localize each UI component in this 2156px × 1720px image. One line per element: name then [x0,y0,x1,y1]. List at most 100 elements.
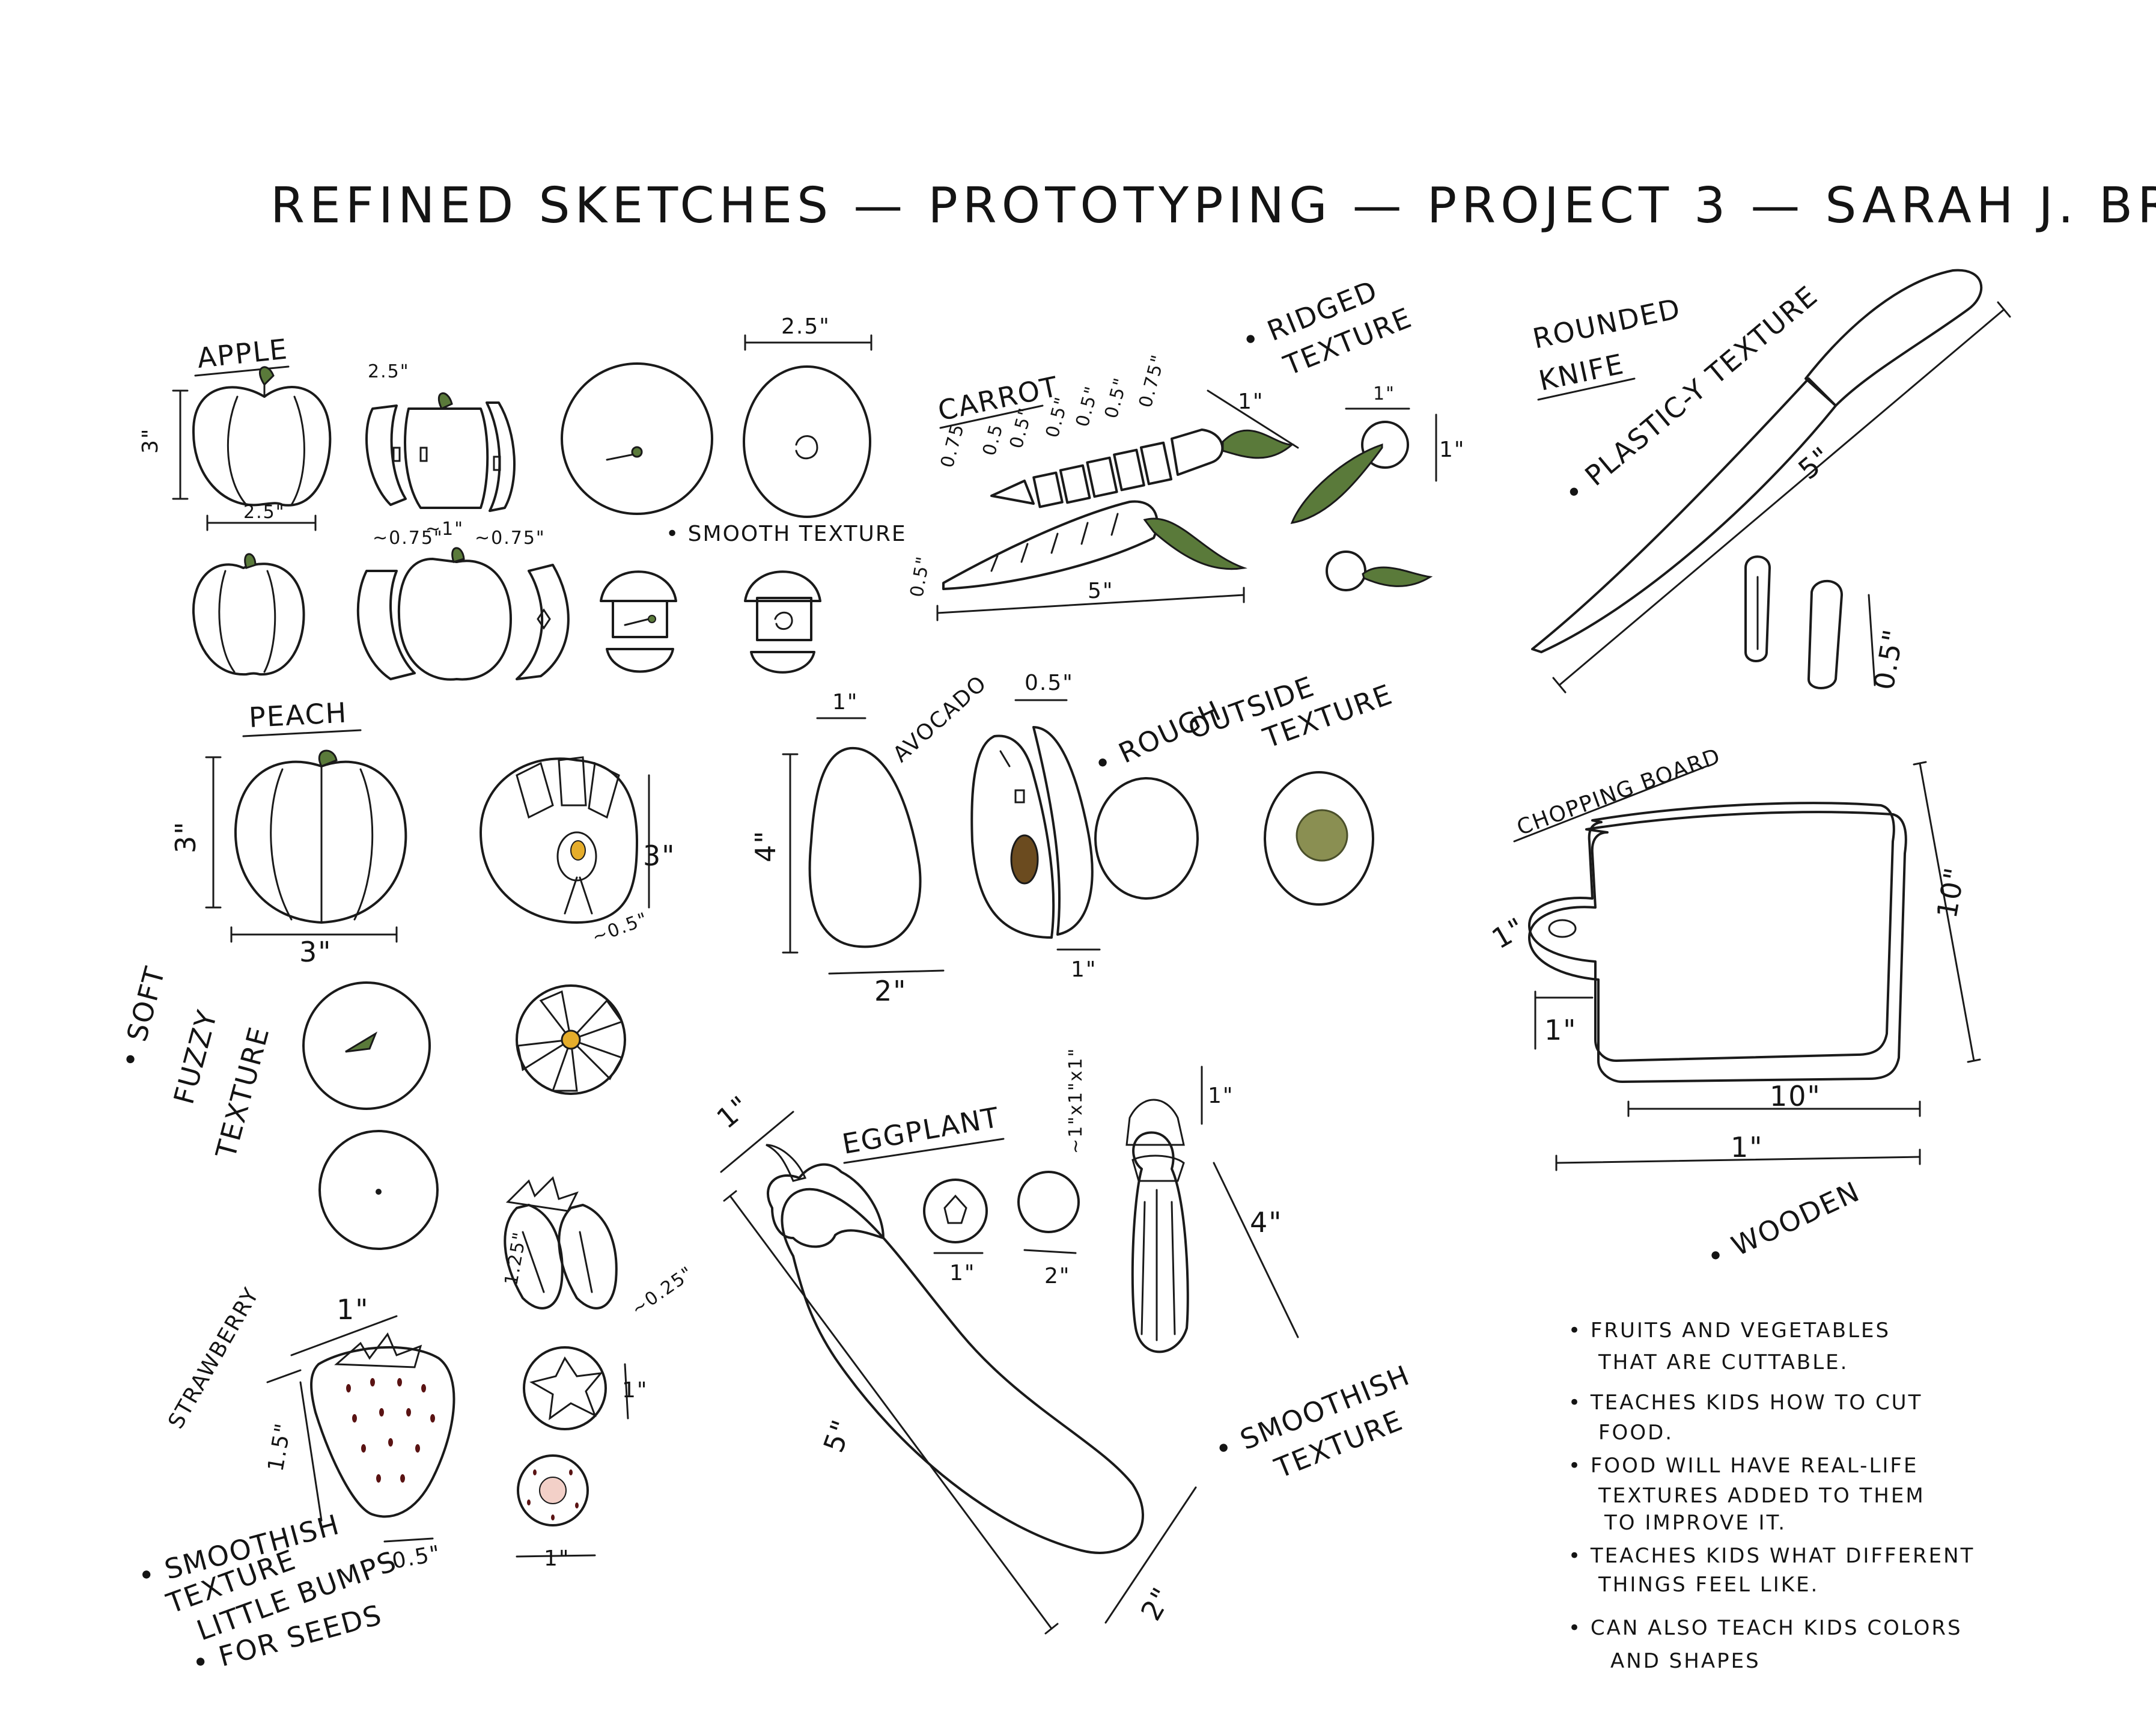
note-line-5: TEXTURES ADDED TO THEM [1598,1484,1925,1508]
carrot-dim-leaf: 1" [1238,389,1264,414]
avocado-dim-width: 2" [874,975,907,1007]
strawberry-seeds [346,1378,435,1483]
avocado-whole-drawing [808,746,922,948]
apple-row2-sliced [356,547,570,681]
note-line-3: FOOD. [1598,1421,1673,1445]
peach-dim-width: 3" [299,936,332,968]
peach-texture-3: TEXTURE [209,1023,276,1162]
avocado-section: AVOCADO 1" 0.5" 4" 2" 1" • ROUGH OUTSIDE [749,670,1397,1007]
strawberry-top-dim: 1" [622,1378,648,1403]
peach-leaf-icon [318,749,338,767]
avocado-label: AVOCADO [889,671,992,767]
board-dim-handle: 1" [1487,911,1531,956]
note-line-6: TO IMPROVE IT. [1604,1511,1786,1535]
strawberry-cross-dim: 1" [544,1546,570,1571]
avocado-dim-top-left: 1" [832,690,858,715]
peach-texture-1: • SOFT [113,963,171,1072]
eggplant-dim-slice1: 1" [949,1261,975,1285]
carrot-sliced-drawing [990,428,1294,508]
note-line-2: • TEACHES KIDS HOW TO CUT [1568,1391,1922,1415]
eggplant-dim-body: 4" [1250,1206,1282,1239]
knife-section: ROUNDED KNIFE • PLASTIC-Y TEXTURE 5" 0.5… [1530,269,2011,694]
avocado-dim-top-right: 0.5" [1025,671,1074,695]
peach-whole-drawing [234,749,407,924]
eggplant-dim-stem: 1" [710,1089,756,1135]
carrot-seg-4: 0.5" [1072,383,1103,429]
chopping-board-drawing [1528,802,1907,1083]
peach-bottom-drawing [318,1130,439,1250]
apple-dim-height: 3" [138,428,163,454]
peach-texture-2: FUZZY [167,1006,224,1108]
peach-dim-height: 3" [169,821,202,853]
apple-row2-cored-2 [744,570,821,674]
board-dim-thickness: 1" [1544,1014,1577,1046]
board-label: CHOPPING BOARD [1514,743,1724,840]
eggplant-dim-width: 2" [1134,1581,1179,1626]
note-line-7: • TEACHES KIDS WHAT DIFFERENT [1568,1544,1975,1568]
eggplant-whole-drawing [766,1144,1144,1554]
peach-sliced-drawing [480,756,638,924]
carrot-piece-bottom [1326,550,1366,591]
apple-slice-leaf-icon [437,392,453,410]
eggplant-sliced-drawing [1125,1099,1189,1353]
apple-top-drawing [561,362,713,515]
project-notes: • FRUITS AND VEGETABLES THAT ARE CUTTABL… [1568,1319,1975,1673]
carrot-whole-leaves-icon [1143,517,1247,570]
peach-label: PEACH [248,696,349,734]
apple-slice-dim-top: 2.5" [368,361,410,382]
strawberry-top-view [523,1346,607,1430]
carrot-dim-length: 5" [1088,579,1113,603]
carrot-piece-dim-h: 1" [1439,438,1465,462]
apple-slice-dim-left: ~0.75" [373,528,443,549]
peach-sliced-dim-h: 3" [643,840,675,872]
eggplant-dim-pieces: ~1"x1"x1" [1065,1048,1086,1154]
note-line-1: THAT ARE CUTTABLE. [1598,1350,1848,1374]
strawberry-dim-width: 1" [336,1293,369,1326]
strawberry-whole-drawing [310,1332,455,1518]
note-line-4: • FOOD WILL HAVE REAL-LIFE [1568,1454,1918,1478]
board-texture: • WOODEN [1702,1175,1865,1274]
carrot-label: CARROT [935,370,1062,427]
note-line-10: AND SHAPES [1610,1649,1761,1673]
avocado-halves-drawing [970,726,1094,939]
note-line-8: THINGS FEEL LIKE. [1598,1573,1819,1597]
knife-dim-handle: 0.5" [1868,626,1910,692]
apple-leaf-icon [259,366,275,386]
note-line-0: • FRUITS AND VEGETABLES [1568,1319,1890,1343]
knife-handle-icon [1804,269,1983,407]
eggplant-dim-slice2: 2" [1044,1264,1070,1288]
apple-bottom-drawing [743,365,871,518]
carrot-piece-top [1361,421,1409,469]
apple-whole-drawing [192,366,332,507]
peach-section: PEACH 3" 3" 3" ~0.5" [113,696,675,1250]
board-dim-height: 10" [1931,864,1972,921]
avocado-top-drawing [1094,777,1199,900]
strawberry-leaf-icon [334,1332,422,1368]
eggplant-bottom-section [1017,1171,1080,1233]
board-section: CHOPPING BOARD 10" 1" 1" 10" 1" • WOODEN [1487,743,1981,1274]
apple-dim-width: 2.5" [243,502,285,523]
apple-texture: • SMOOTH TEXTURE [666,522,907,546]
strawberry-cross-section [517,1454,589,1526]
peach-cross-section [516,984,626,1095]
carrot-section: CARROT 0.75 0.5 0.5" 0.5" 0.5" 0.5" 0.75… [906,274,1465,621]
apple-bottom-dim: 2.5" [781,314,830,339]
eggplant-dim-length: 5" [817,1415,859,1457]
eggplant-dim-cap: 1" [1208,1084,1234,1108]
avocado-dim-height: 4" [749,830,782,862]
apple-sliced-drawing [365,392,516,512]
avocado-dim-half: 1" [1071,957,1097,982]
carrot-whole-drawing [942,500,1247,590]
eggplant-stem-icon [766,1163,885,1248]
apple-row2-cored-1 [600,570,677,673]
apple-slice-dim-right: ~0.75" [475,528,546,549]
strawberry-section: STRAWBERRY 1" 1.5" 0.5" [135,1176,698,1680]
board-dim-width: 10" [1770,1080,1821,1112]
avocado-pit-view [1264,771,1374,906]
apple-row2-whole [192,553,305,676]
carrot-dim-thick: 0.5" [906,554,934,599]
knife-handle-pieces [1744,555,1843,689]
carrot-leaves-icon [1222,429,1294,459]
carrot-seg-5: 0.5" [1101,375,1132,421]
